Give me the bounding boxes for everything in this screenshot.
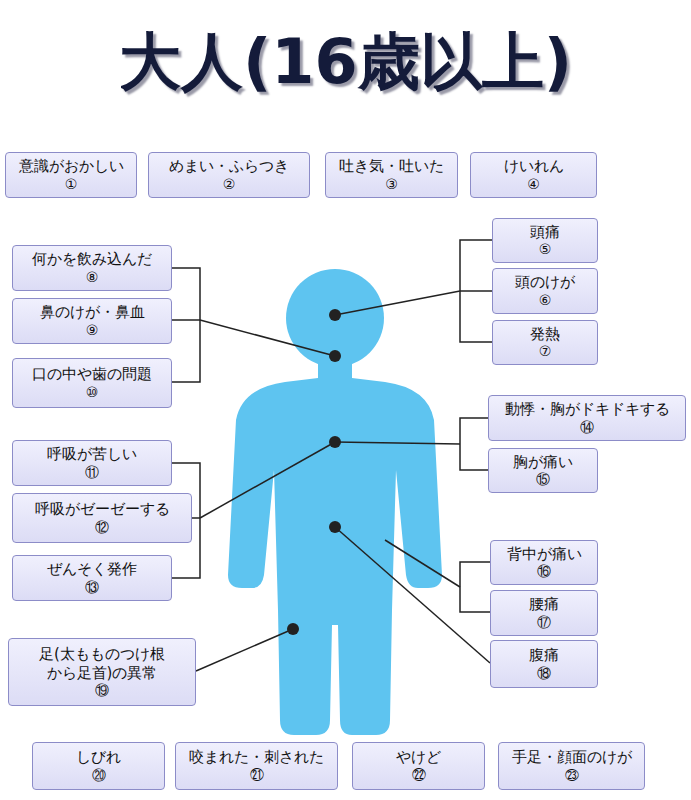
symptom-text: 何かを飲み込んだ <box>32 250 152 269</box>
callout-number: ⑲ <box>95 682 109 699</box>
symptom-text: 頭痛 <box>530 223 560 242</box>
callout-number: ⑩ <box>86 384 99 401</box>
callout-number: ⑧ <box>86 269 99 286</box>
symptom-text: 足(太もものつけ根 から足首)の異常 <box>15 645 189 683</box>
callout-number: ㉒ <box>412 767 426 784</box>
human-figure <box>228 269 442 735</box>
symptom-box: 動悸・胸がドキドキする⑭ <box>488 395 686 441</box>
symptom-box: やけど㉒ <box>352 742 485 790</box>
symptom-text: 胸が痛い <box>513 453 573 472</box>
symptom-text: けいれん <box>504 157 564 176</box>
symptom-box: 背中が痛い⑯ <box>490 540 598 585</box>
callout-number: ⑦ <box>539 343 552 360</box>
page-title: 大人(16歳以上) <box>0 28 691 96</box>
callout-number: ③ <box>385 176 398 193</box>
symptom-box: 鼻のけが・鼻血⑨ <box>12 298 172 344</box>
callout-number: ⑤ <box>539 241 552 258</box>
symptom-box: しびれ⑳ <box>32 742 165 790</box>
symptom-box: 手足・顔面のけが㉓ <box>498 742 645 790</box>
symptom-box: 呼吸がゼーゼーする⑫ <box>12 493 192 543</box>
callout-number: ④ <box>527 176 540 193</box>
symptom-text: 咬まれた・刺された <box>189 748 324 767</box>
symptom-text: 動悸・胸がドキドキする <box>505 400 670 419</box>
callout-number: ② <box>223 176 236 193</box>
callout-number: ㉑ <box>250 767 264 784</box>
symptom-text: 頭のけが <box>515 273 575 292</box>
symptom-text: 腰痛 <box>529 595 559 614</box>
callout-number: ㉓ <box>565 767 579 784</box>
symptom-text: やけど <box>396 748 441 767</box>
symptom-box: 意識がおかしい① <box>5 152 137 198</box>
symptom-box: 咬まれた・刺された㉑ <box>175 742 338 790</box>
symptom-box: 頭のけが⑥ <box>492 268 598 314</box>
symptom-text: 意識がおかしい <box>19 157 124 176</box>
callout-number: ⑬ <box>85 579 99 596</box>
symptom-box: 呼吸が苦しい⑪ <box>12 440 172 486</box>
callout-number: ⑪ <box>85 464 99 481</box>
symptom-box: 腹痛⑱ <box>490 640 598 688</box>
symptom-text: 呼吸が苦しい <box>47 445 137 464</box>
symptom-box: 発熱⑦ <box>492 320 598 365</box>
symptom-box: めまい・ふらつき② <box>148 152 310 198</box>
callout-number: ⑭ <box>580 419 594 436</box>
symptom-text: 発熱 <box>530 325 560 344</box>
symptom-text: しびれ <box>76 748 121 767</box>
symptom-box: 腰痛⑰ <box>490 590 598 636</box>
callout-number: ⑮ <box>536 471 550 488</box>
callout-number: ⑫ <box>95 519 109 536</box>
callout-number: ⑳ <box>92 767 106 784</box>
callout-number: ⑥ <box>539 292 552 309</box>
callout-number: ⑯ <box>537 563 551 580</box>
symptom-text: 手足・顔面のけが <box>512 748 632 767</box>
symptom-text: 腹痛 <box>529 646 559 665</box>
symptom-text: 背中が痛い <box>507 545 582 564</box>
symptom-text: 口の中や歯の問題 <box>32 365 152 384</box>
leader-lines <box>172 240 492 671</box>
symptom-box: 口の中や歯の問題⑩ <box>12 358 172 408</box>
callout-number: ⑱ <box>537 665 551 682</box>
symptom-text: ぜんそく発作 <box>47 560 137 579</box>
symptom-text: 吐き気・吐いた <box>339 157 444 176</box>
symptom-box: 足(太もものつけ根 から足首)の異常⑲ <box>8 638 196 706</box>
symptom-text: めまい・ふらつき <box>169 157 289 176</box>
symptom-box: 頭痛⑤ <box>492 218 598 263</box>
symptom-box: 吐き気・吐いた③ <box>325 152 458 198</box>
symptom-box: けいれん④ <box>470 152 597 198</box>
callout-number: ⑰ <box>537 614 551 631</box>
symptom-box: 胸が痛い⑮ <box>488 448 598 493</box>
symptom-text: 鼻のけが・鼻血 <box>40 303 145 322</box>
body-dots <box>287 309 341 635</box>
callout-number: ⑨ <box>86 322 99 339</box>
symptom-box: ぜんそく発作⑬ <box>12 555 172 601</box>
symptom-box: 何かを飲み込んだ⑧ <box>12 245 172 291</box>
symptom-text: 呼吸がゼーゼーする <box>35 500 170 519</box>
callout-number: ① <box>65 176 78 193</box>
